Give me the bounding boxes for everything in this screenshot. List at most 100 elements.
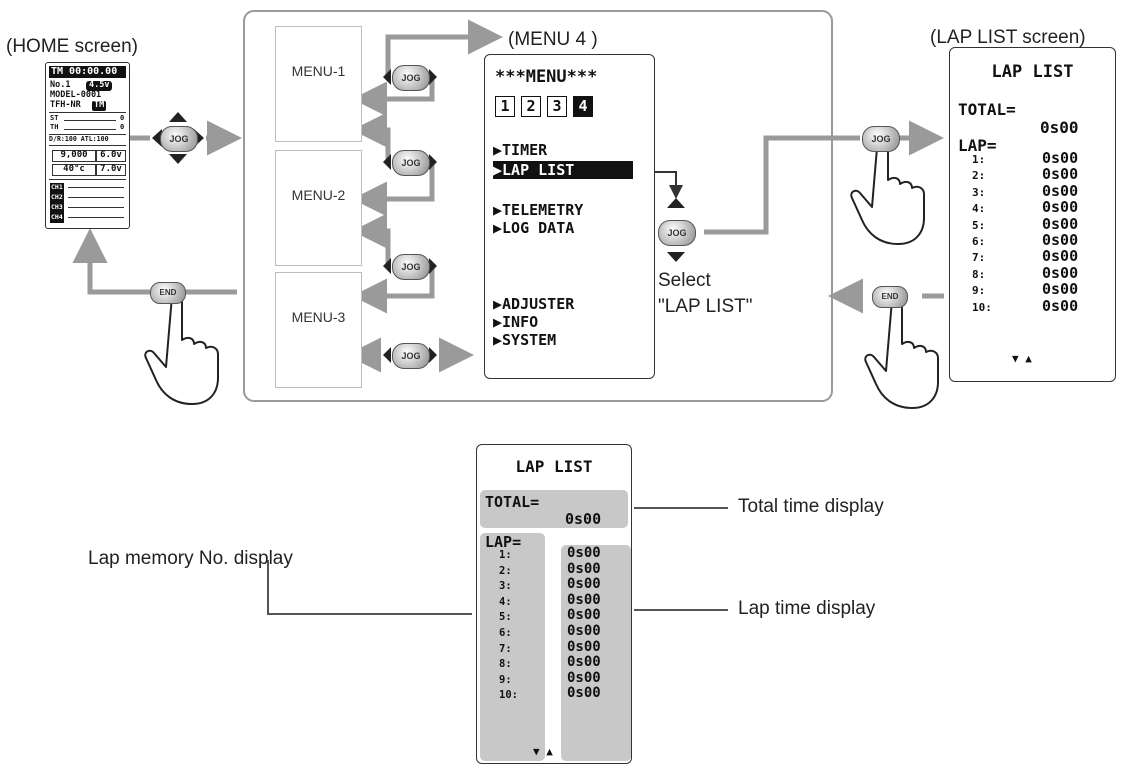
lap-no: 9: [499,673,518,689]
home-jog-button[interactable]: JOG [160,126,198,152]
lap-no: 4: [972,201,992,217]
home-th: TH [50,123,58,133]
lap-no: 3: [972,185,992,201]
home-volt3: 7.0v [96,164,126,176]
lap-no: 3: [499,579,518,595]
menu-1-panel[interactable]: MENU-1 [275,26,362,142]
total-time-callout: Total time display [738,496,884,518]
laplist-lap-times: 0s00 0s00 0s00 0s00 0s00 0s00 0s00 0s00 … [1042,150,1078,314]
lap-no: 10: [499,688,518,704]
lap-time: 0s00 [567,686,601,702]
home-tm-badge: TM [92,101,106,111]
menu2-jog-button[interactable]: JOG [392,150,430,176]
home-ch3: CH3 [50,203,64,213]
lap-time: 0s00 [1042,265,1078,281]
lap-no: 6: [499,626,518,642]
laplist-title: LAP LIST [950,62,1115,82]
laplist-lcd-detail: LAP LIST TOTAL= 0s00 LAP= 1: 2: 3: 4: 5:… [476,444,632,764]
menu-3-panel[interactable]: MENU-3 [275,272,362,388]
menu4-item-laplist[interactable]: ▶LAP LIST [493,161,633,179]
menu3-jog-lr-button[interactable]: JOG [392,343,430,369]
divider [49,179,126,180]
select-caption-line2: "LAP LIST" [658,296,752,318]
home-screen-caption: (HOME screen) [6,36,138,58]
home-temp: 40°c [52,164,96,176]
lap-no: 5: [499,610,518,626]
lap-time: 0s00 [1042,248,1078,264]
pointer-icon: ▶ [493,295,502,313]
lap-no: 5: [972,218,992,234]
pointer-icon: ▶ [493,141,502,159]
menu4-tab-4[interactable]: 4 [573,96,593,117]
home-lcd: TM 00:00.00 No.1 4.5v MODEL-0001 TFH-NR … [45,62,130,229]
menu4-lcd: ***MENU*** 1 2 3 4 ▶TIMER ▶LAP LIST ▶TEL… [484,54,655,379]
home-ch2: CH2 [50,193,64,203]
menu-2-label: MENU-2 [276,187,361,203]
menu4-caption: (MENU 4 ) [508,29,598,51]
lap-no: 7: [499,642,518,658]
pointer-icon: ▶ [493,219,502,237]
lap-time: 0s00 [1042,183,1078,199]
menu4-header: ***MENU*** [495,67,597,87]
menu4-item-timer: ▶TIMER [493,141,547,159]
home-ch4: CH4 [50,213,64,223]
menu3-jog-button[interactable]: JOG [392,254,430,280]
lap-time: 0s00 [567,671,601,687]
menu4-item-adjuster: ▶ADJUSTER [493,295,574,313]
menu1-jog-button[interactable]: JOG [392,65,430,91]
home-end-button[interactable]: END [150,282,186,304]
menu4-tab-1[interactable]: 1 [495,96,515,117]
lap-no: 8: [499,657,518,673]
lap-no: 1: [499,548,518,564]
scroll-arrows-icon[interactable]: ▼ ▲ [1012,352,1032,365]
laplist-detail-total-value: 0s00 [565,510,601,528]
laplist-detail-title: LAP LIST [477,457,631,476]
lap-time: 0s00 [1042,232,1078,248]
select-caption-line1: Select [658,270,711,292]
lap-no: 6: [972,234,992,250]
home-dr-atl: D/R:100 ATL:100 [49,134,126,146]
laplist-jog-button[interactable]: JOG [862,126,900,152]
lap-time: 0s00 [567,593,601,609]
menu-2-panel[interactable]: MENU-2 [275,150,362,266]
home-th-value: 0 [120,123,124,133]
laplist-detail-total-label: TOTAL= [485,493,539,511]
lap-time: 0s00 [1042,298,1078,314]
lap-time: 0s00 [1042,199,1078,215]
lap-no: 7: [972,250,992,266]
menu4-tab-2[interactable]: 2 [521,96,541,117]
ch2-bar [68,197,124,198]
divider [49,112,126,113]
menu4-item-logdata: ▶LOG DATA [493,219,574,237]
lap-no: 8: [972,267,992,283]
lap-no: 4: [499,595,518,611]
lap-no: 2: [972,168,992,184]
scroll-arrows-icon[interactable]: ▼ ▲ [533,745,553,758]
lap-time: 0s00 [1042,150,1078,166]
lap-time: 0s00 [567,577,601,593]
select-jog-button[interactable]: JOG [658,220,696,246]
st-trim-bar [64,120,116,121]
menu4-item-system: ▶SYSTEM [493,331,556,349]
home-counter: 9,000 [52,150,96,162]
lap-time: 0s00 [1042,281,1078,297]
menu4-item-info: ▶INFO [493,313,538,331]
th-trim-bar [64,129,116,130]
lap-time-callout: Lap time display [738,598,875,620]
lap-no: 2: [499,564,518,580]
menu-3-label: MENU-3 [276,309,361,325]
laplist-end-button[interactable]: END [872,286,908,308]
laplist-detail-lap-numbers: 1: 2: 3: 4: 5: 6: 7: 8: 9: 10: [499,548,518,704]
menu-1-label: MENU-1 [276,63,361,79]
lap-time: 0s00 [567,655,601,671]
home-system: TFH-NR [50,101,81,111]
laplist-screen-caption: (LAP LIST screen) [930,27,1086,49]
lap-time: 0s00 [567,608,601,624]
lap-time: 0s00 [567,624,601,640]
pointer-icon: ▶ [493,161,502,179]
lap-no: 1: [972,152,992,168]
lap-no: 9: [972,283,992,299]
ch4-bar [68,217,124,218]
menu4-item-telemetry: ▶TELEMETRY [493,201,583,219]
menu4-tab-3[interactable]: 3 [547,96,567,117]
